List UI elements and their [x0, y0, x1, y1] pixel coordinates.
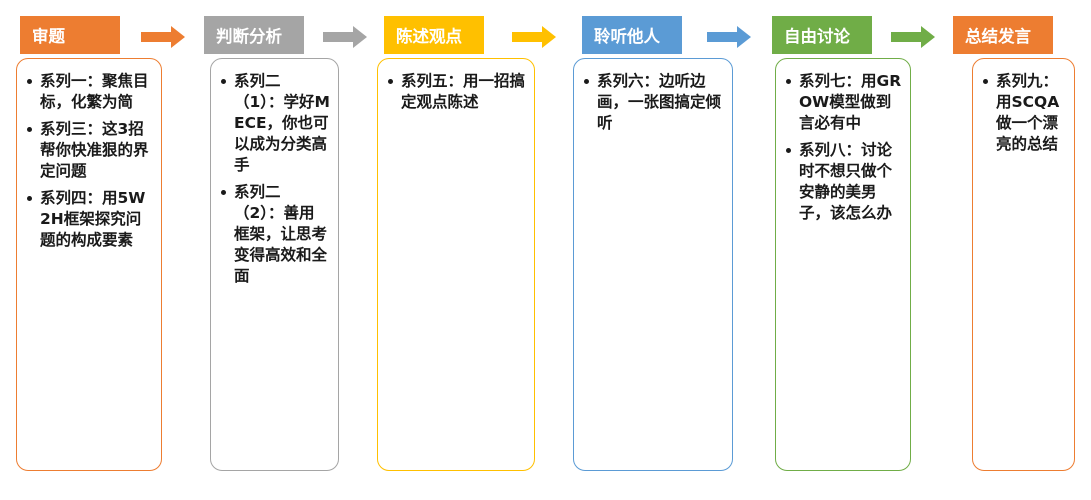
stage-3-item-1: 系列五：用一招搞定观点陈述 — [388, 71, 526, 113]
stage-1-item-3: 系列四：用5W2H框架探究问题的构成要素 — [27, 188, 153, 251]
stage-header-5: 自由讨论 — [772, 16, 872, 54]
stage-panel-4: 系列六：边听边画，一张图搞定倾听 — [573, 58, 733, 471]
stage-2-item-2: 系列二（2）：善用框架，让思考变得高效和全面 — [221, 182, 330, 287]
stage-5-items: 系列七：用GROW模型做到言必有中 系列八：讨论时不想只做个安静的美男子，该怎么… — [786, 71, 902, 230]
stage-6-items: 系列九：用SCQA做一个漂亮的总结 — [983, 71, 1066, 161]
stage-4-items: 系列六：边听边画，一张图搞定倾听 — [584, 71, 724, 140]
stage-1-item-1: 系列一：聚焦目标，化繁为简 — [27, 71, 153, 113]
stage-header-4: 聆听他人 — [582, 16, 682, 54]
stage-5-item-1: 系列七：用GROW模型做到言必有中 — [786, 71, 902, 134]
arrow-icon-5 — [891, 26, 935, 48]
stage-1-items: 系列一：聚焦目标，化繁为简 系列三：这3招帮你快准狠的界定问题 系列四：用5W2… — [27, 71, 153, 257]
arrow-icon-3 — [512, 26, 556, 48]
stage-panel-3: 系列五：用一招搞定观点陈述 — [377, 58, 535, 471]
stage-3-items: 系列五：用一招搞定观点陈述 — [388, 71, 526, 119]
stage-5-item-2: 系列八：讨论时不想只做个安静的美男子，该怎么办 — [786, 140, 902, 224]
stage-4-item-1: 系列六：边听边画，一张图搞定倾听 — [584, 71, 724, 134]
stage-panel-6: 系列九：用SCQA做一个漂亮的总结 — [972, 58, 1075, 471]
stage-6-item-1: 系列九：用SCQA做一个漂亮的总结 — [983, 71, 1066, 155]
stage-1-item-2: 系列三：这3招帮你快准狠的界定问题 — [27, 119, 153, 182]
stage-header-3: 陈述观点 — [384, 16, 484, 54]
stage-header-6: 总结发言 — [953, 16, 1053, 54]
arrow-icon-4 — [707, 26, 751, 48]
arrow-icon-2 — [323, 26, 367, 48]
stage-2-items: 系列二（1）：学好MECE，你也可以成为分类高手 系列二（2）：善用框架，让思考… — [221, 71, 330, 293]
stage-header-2: 判断分析 — [204, 16, 304, 54]
arrow-icon-1 — [141, 26, 185, 48]
stage-2-item-1: 系列二（1）：学好MECE，你也可以成为分类高手 — [221, 71, 330, 176]
stage-panel-1: 系列一：聚焦目标，化繁为简 系列三：这3招帮你快准狠的界定问题 系列四：用5W2… — [16, 58, 162, 471]
stage-header-1: 审题 — [20, 16, 120, 54]
stage-panel-2: 系列二（1）：学好MECE，你也可以成为分类高手 系列二（2）：善用框架，让思考… — [210, 58, 339, 471]
stage-panel-5: 系列七：用GROW模型做到言必有中 系列八：讨论时不想只做个安静的美男子，该怎么… — [775, 58, 911, 471]
